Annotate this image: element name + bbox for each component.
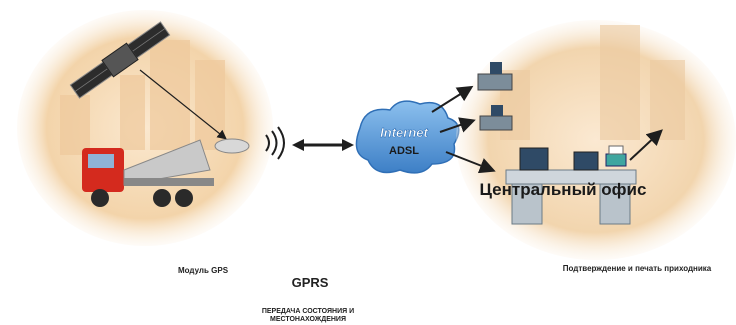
arrow-to-terminal-1 [431, 85, 474, 113]
internet-cloud [355, 100, 460, 174]
printer-icon [605, 145, 627, 167]
internet-label: Internet [380, 125, 428, 140]
terminal-icon-2 [479, 105, 513, 131]
arrow-from-printer [629, 129, 663, 161]
gps-module-label: Модуль GPS [177, 266, 229, 275]
transfer-status-label: ПЕРЕДАЧА СОСТОЯНИЯ И МЕСТОНАХОЖДЕНИЯ [261, 308, 355, 324]
bidirectional-arrow [292, 139, 354, 151]
satellite-icon [69, 21, 171, 99]
confirmation-label: Подтверждение и печать приходника [562, 264, 712, 273]
gprs-label: GPRS [291, 275, 329, 290]
truck-scene [17, 10, 285, 246]
signal-waves-icon [265, 126, 285, 160]
office-scene-background [456, 20, 736, 260]
terminal-icon-1 [477, 62, 513, 91]
adsl-label: ADSL [389, 145, 419, 157]
satellite-signal-line [139, 69, 227, 140]
truck-icon [82, 139, 214, 207]
office-desk-icon [505, 147, 637, 225]
building-silhouette [60, 40, 225, 155]
office-scene [431, 20, 736, 260]
gps-module-icon [214, 138, 250, 154]
central-office-label: Центральный офис [479, 180, 647, 199]
arrow-to-office-desk [445, 151, 496, 174]
arrow-to-terminal-2 [439, 117, 476, 133]
